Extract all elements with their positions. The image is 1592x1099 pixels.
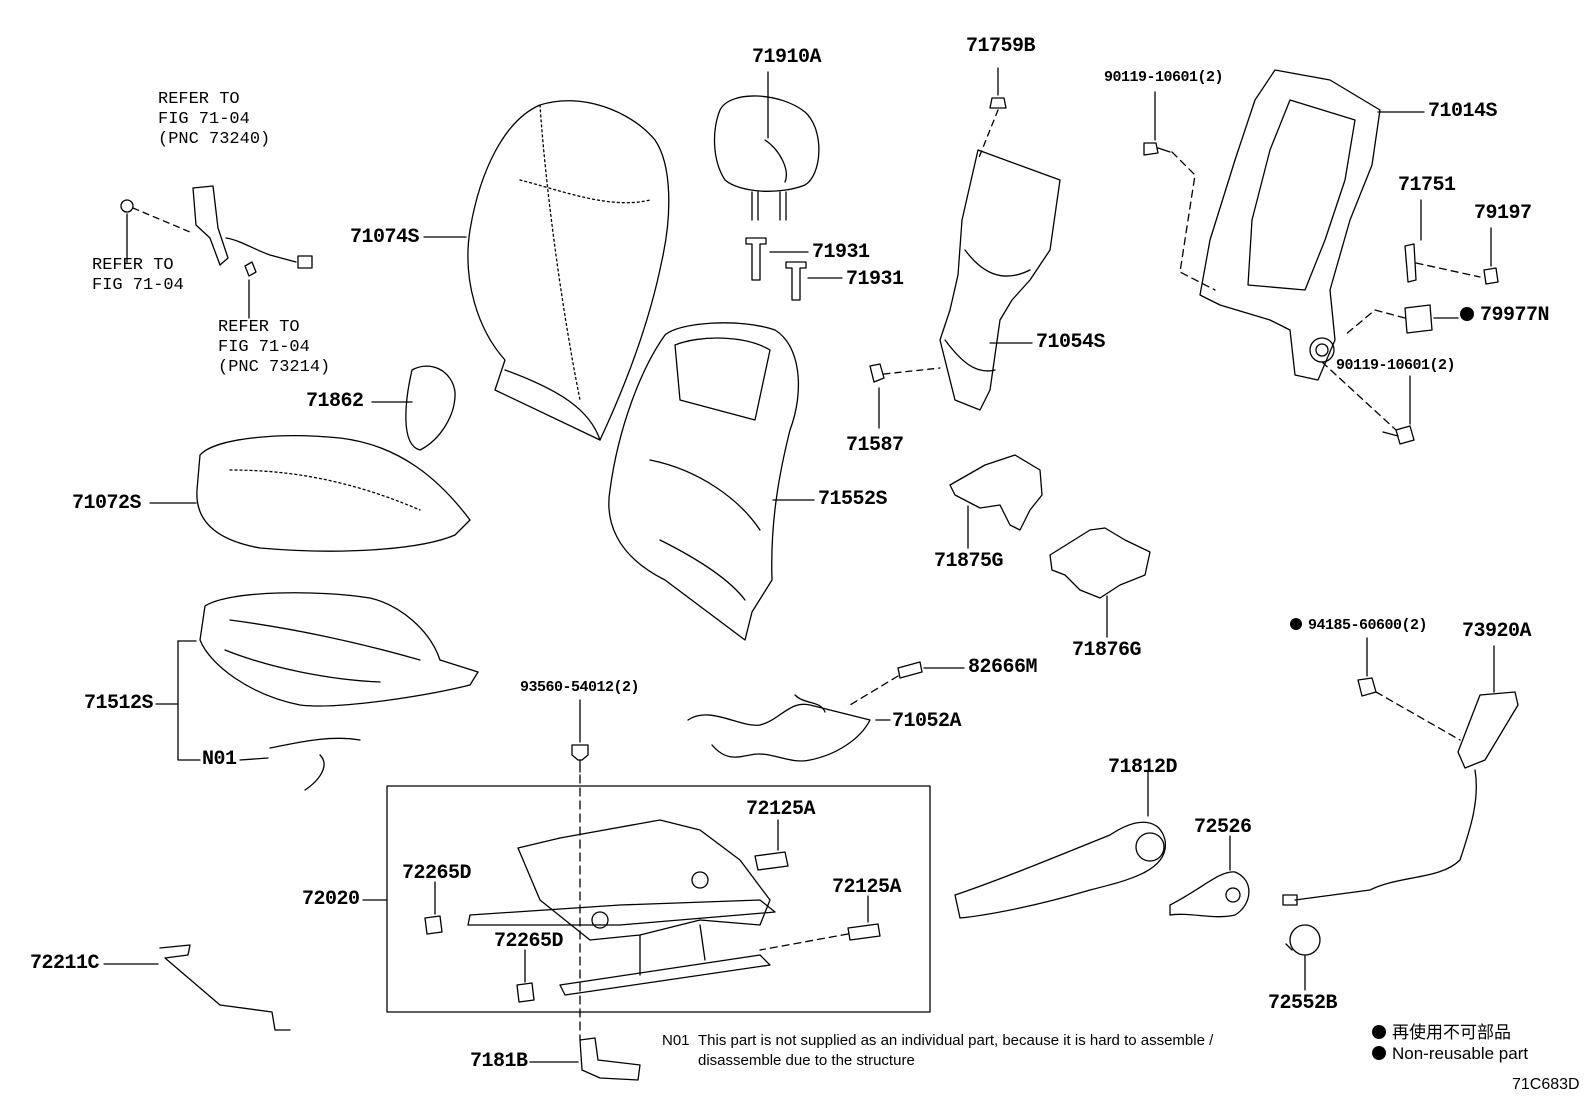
label-71875G: 71875G — [934, 550, 1004, 573]
headrest-guide-71931-b — [785, 261, 807, 301]
clip-72265D-left — [424, 915, 443, 935]
label-79977N: 79977N — [1460, 304, 1550, 327]
label-N01: N01 — [202, 748, 237, 771]
label-71759B: 71759B — [966, 35, 1036, 58]
label-71812D: 71812D — [1108, 756, 1178, 779]
bolt-79197 — [1483, 267, 1499, 285]
trim-cover-71862 — [405, 365, 456, 451]
refer-to-fig-73214: REFER TO FIG 71-04 (PNC 73214) — [218, 318, 331, 377]
label-71751: 71751 — [1398, 174, 1456, 197]
clip-72125A-right — [847, 923, 881, 941]
label-71054S: 71054S — [1036, 331, 1106, 354]
cover-71875G — [949, 454, 1043, 531]
seatback-pad-71552S — [608, 322, 800, 641]
label-71910A: 71910A — [752, 46, 822, 69]
label-72552B: 72552B — [1268, 992, 1338, 1015]
note-line-2: disassemble due to the structure — [698, 1052, 915, 1069]
legend-english-text: Non-reusable part — [1392, 1044, 1529, 1063]
seat-cushion-cover-71072S — [196, 435, 471, 552]
clip-71587 — [869, 363, 885, 383]
bolt-93560 — [571, 744, 589, 773]
clip-71759B — [989, 97, 1007, 109]
label-72020: 72020 — [302, 888, 360, 911]
headrest-71910A — [713, 95, 820, 221]
label-71931-b: 71931 — [846, 268, 904, 291]
shield-71812D — [954, 821, 1166, 919]
non-reusable-dot-icon — [1460, 307, 1474, 321]
label-93560: 93560-54012(2) — [520, 679, 640, 696]
legend-japanese-text: 再使用不可部品 — [1392, 1023, 1511, 1042]
seatback-frame-71014S — [1199, 69, 1381, 381]
legend-english: Non-reusable part — [1372, 1044, 1528, 1064]
label-73920A: 73920A — [1462, 620, 1532, 643]
note-code: N01 — [662, 1032, 690, 1049]
side-airbag-73920A — [1282, 691, 1519, 906]
seat-belt-buckle — [120, 185, 313, 277]
seat-track-72020 — [467, 819, 776, 996]
label-71587: 71587 — [846, 434, 904, 457]
label-71876G: 71876G — [1072, 639, 1142, 662]
clip-71751 — [1404, 243, 1417, 283]
label-94185-text: 94185-60600(2) — [1308, 617, 1428, 634]
label-79977N-text: 79977N — [1480, 304, 1550, 327]
nut-94185 — [1357, 677, 1377, 697]
refer-to-fig-73240: REFER TO FIG 71-04 (PNC 73240) — [158, 90, 271, 149]
label-plate-79977N — [1404, 304, 1433, 334]
headrest-guide-71931-a — [745, 237, 767, 281]
cover-71876G — [1049, 527, 1151, 599]
legend-dot-icon — [1372, 1025, 1386, 1039]
label-72265D-left: 72265D — [402, 862, 472, 885]
label-94185: 94185-60600(2) — [1290, 617, 1428, 634]
label-72125A-top: 72125A — [746, 798, 816, 821]
bolt-90119-top — [1143, 142, 1171, 156]
refer-to-fig-left: REFER TO FIG 71-04 — [92, 256, 184, 295]
seatback-panel-71054S — [939, 149, 1061, 411]
label-72211C: 72211C — [30, 952, 100, 975]
note-line-1: This part is not supplied as an individu… — [698, 1032, 1214, 1049]
cap-72552B — [1285, 924, 1321, 956]
non-reusable-dot-icon — [1290, 618, 1302, 630]
label-79197: 79197 — [1474, 202, 1532, 225]
label-72265D-bottom: 72265D — [494, 930, 564, 953]
label-71014S: 71014S — [1428, 100, 1498, 123]
label-72526: 72526 — [1194, 816, 1252, 839]
bracket-7181B — [579, 1037, 641, 1081]
seat-track-box — [386, 785, 931, 1013]
label-71072S: 71072S — [72, 492, 142, 515]
bolt-90119-mid — [1382, 425, 1415, 445]
label-71862: 71862 — [306, 390, 364, 413]
label-71552S: 71552S — [818, 488, 888, 511]
label-71052A: 71052A — [892, 710, 962, 733]
seatback-cover-71074S — [467, 100, 670, 441]
clip-72265D-bottom — [516, 982, 535, 1003]
knob-72526 — [1169, 871, 1250, 918]
figure-code: 71C683D — [1512, 1076, 1580, 1093]
label-82666M: 82666M — [968, 656, 1038, 679]
label-71512S: 71512S — [84, 692, 154, 715]
seat-cushion-pad-71512S — [199, 592, 479, 707]
connector-82666M — [897, 661, 923, 679]
label-90119-top: 90119-10601(2) — [1104, 69, 1224, 86]
label-72125A-right: 72125A — [832, 876, 902, 899]
wire-N01 — [269, 737, 361, 791]
legend-dot-icon — [1372, 1046, 1386, 1060]
label-90119-mid: 90119-10601(2) — [1336, 357, 1456, 374]
clip-72125A-top — [754, 851, 789, 871]
wire-harness-71052A — [687, 694, 871, 762]
legend-japanese: 再使用不可部品 — [1372, 1018, 1511, 1043]
rod-72211C — [159, 944, 291, 1031]
label-71074S: 71074S — [350, 226, 420, 249]
label-7181B: 7181B — [470, 1050, 528, 1073]
label-71931-a: 71931 — [812, 241, 870, 264]
